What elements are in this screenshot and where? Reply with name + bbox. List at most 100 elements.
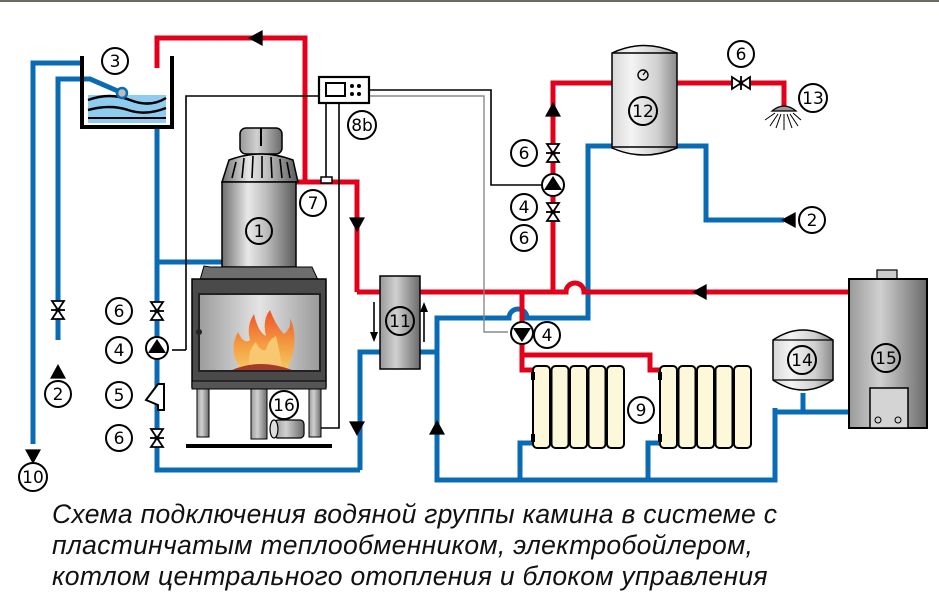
cold-return-pipes — [30, 60, 850, 483]
callout-number: 7 — [308, 194, 319, 214]
callout-drain: 10 — [18, 462, 48, 492]
callout-cold-inlet-left: 2 — [44, 380, 72, 408]
callout-number: 16 — [273, 396, 295, 416]
callout-cold-inlet-right: 2 — [798, 206, 826, 234]
pipe-drain — [30, 60, 80, 444]
flow-arrow-icon — [349, 217, 365, 232]
callout-number: 6 — [519, 144, 530, 164]
valve-pump-lower-icon[interactable] — [545, 202, 561, 222]
callout-electric-boiler: 12 — [628, 96, 658, 126]
callout-number: 2 — [807, 211, 818, 231]
expansion-vessel — [772, 329, 834, 391]
callout-number: 4 — [542, 326, 553, 346]
valve-pump-upper-icon[interactable] — [545, 143, 561, 163]
callout-fireplace: 1 — [245, 217, 273, 245]
callout-number: 4 — [114, 341, 125, 361]
callout-valve-fireplace-lower: 6 — [105, 424, 133, 452]
callout-pump-fireplace: 4 — [105, 336, 133, 364]
wire-pump-radiators — [370, 95, 508, 333]
pump-boiler-icon[interactable] — [541, 173, 565, 197]
callout-number: 13 — [802, 89, 824, 109]
callout-radiators: 9 — [627, 396, 655, 424]
pipe-boiler-return — [434, 143, 612, 352]
callout-number: 8b — [351, 116, 373, 136]
wire-pump-boiler — [370, 89, 541, 186]
callout-valve-pump-lower: 6 — [510, 224, 538, 252]
caption-line-1: Схема подключения водяной группы камина … — [52, 499, 778, 529]
callout-number: 14 — [791, 351, 813, 371]
callout-plate-heat-exchanger: 11 — [385, 306, 415, 336]
callout-shower: 13 — [798, 83, 828, 113]
pump-fireplace-icon[interactable] — [145, 336, 169, 360]
open-expansion-tank — [80, 56, 174, 129]
wire-fan — [318, 103, 340, 429]
callout-number: 5 — [114, 386, 125, 406]
wire-pump-fireplace — [185, 95, 320, 350]
top-border — [0, 0, 939, 2]
pipe-radiator2-supply — [522, 352, 660, 373]
shower-head-icon — [764, 105, 802, 130]
control-unit — [317, 75, 371, 105]
callout-number: 4 — [519, 198, 530, 218]
callout-pump-radiators: 4 — [533, 321, 561, 349]
diagram-caption: Схема подключения водяной группы камина … — [52, 499, 912, 592]
pipe-radiator1-return — [517, 440, 533, 480]
callout-expansion-tank-open: 3 — [101, 47, 129, 75]
check-valve-icon — [144, 383, 165, 411]
callout-valve-pump-upper: 6 — [510, 139, 538, 167]
callout-expansion-vessel: 14 — [787, 345, 817, 375]
pipe-boiler-supply — [550, 80, 612, 292]
callout-central-heating-boiler: 15 — [871, 343, 901, 373]
callout-number: 6 — [736, 45, 747, 65]
pump-radiators-icon[interactable] — [510, 321, 534, 345]
pipe-radiator2-return — [645, 440, 660, 480]
flow-arrow-icon — [545, 102, 561, 117]
callout-pump-boiler: 4 — [510, 193, 538, 221]
flow-arrow-icon — [429, 420, 445, 435]
callout-number: 6 — [519, 229, 530, 249]
callout-control-unit: 8b — [347, 110, 377, 140]
caption-line-2: пластинчатым теплообменником, электробой… — [52, 530, 754, 560]
valve-shower-icon[interactable] — [731, 75, 751, 91]
flow-arrow-icon — [248, 30, 263, 46]
control-wires — [172, 89, 541, 429]
callout-number: 15 — [875, 349, 897, 369]
callout-number: 6 — [114, 302, 125, 322]
fireplace-insert — [186, 127, 332, 448]
pipe-main-supply — [418, 280, 850, 295]
inlet-arrow-icon — [50, 364, 66, 379]
pipe-shower-supply — [677, 80, 787, 110]
inlet-arrow-icon — [781, 212, 796, 228]
callout-valve-fireplace-upper: 6 — [105, 297, 133, 325]
flame-icon — [232, 310, 295, 370]
radiator-2 — [658, 365, 752, 449]
callout-fan-blower: 16 — [269, 390, 299, 420]
fan-blower — [269, 419, 305, 439]
pipe-fireplace-supply — [154, 35, 360, 292]
radiator-1 — [531, 365, 625, 449]
callout-temp-sensor: 7 — [299, 189, 327, 217]
flow-arrow-icon — [692, 284, 707, 300]
thermometer-icon — [637, 69, 649, 81]
valve-fireplace-lower-icon[interactable] — [149, 428, 165, 448]
valve-cold-inlet-icon[interactable] — [50, 300, 66, 320]
float-valve-icon — [115, 86, 129, 100]
pipe-cold-inlet-right — [677, 143, 784, 223]
pipe-hx-to-fireplace — [357, 349, 382, 470]
flow-arrow-icon — [349, 421, 365, 436]
temp-sensor-icon — [320, 176, 333, 184]
central-heating-boiler — [848, 269, 928, 429]
electric-boiler — [611, 44, 678, 156]
caption-line-3: котлом центрального отопления и блоком у… — [52, 561, 768, 591]
callout-number: 12 — [632, 102, 654, 122]
callout-valve-shower: 6 — [727, 40, 755, 68]
callout-number: 9 — [636, 401, 647, 421]
valve-fireplace-upper-icon[interactable] — [149, 301, 165, 321]
pipe-radiator-return — [418, 349, 778, 483]
callout-number: 11 — [389, 312, 411, 332]
callout-number: 10 — [22, 468, 44, 488]
callout-number: 1 — [254, 222, 265, 242]
callout-check-valve: 5 — [105, 381, 133, 409]
callout-number: 6 — [114, 429, 125, 449]
